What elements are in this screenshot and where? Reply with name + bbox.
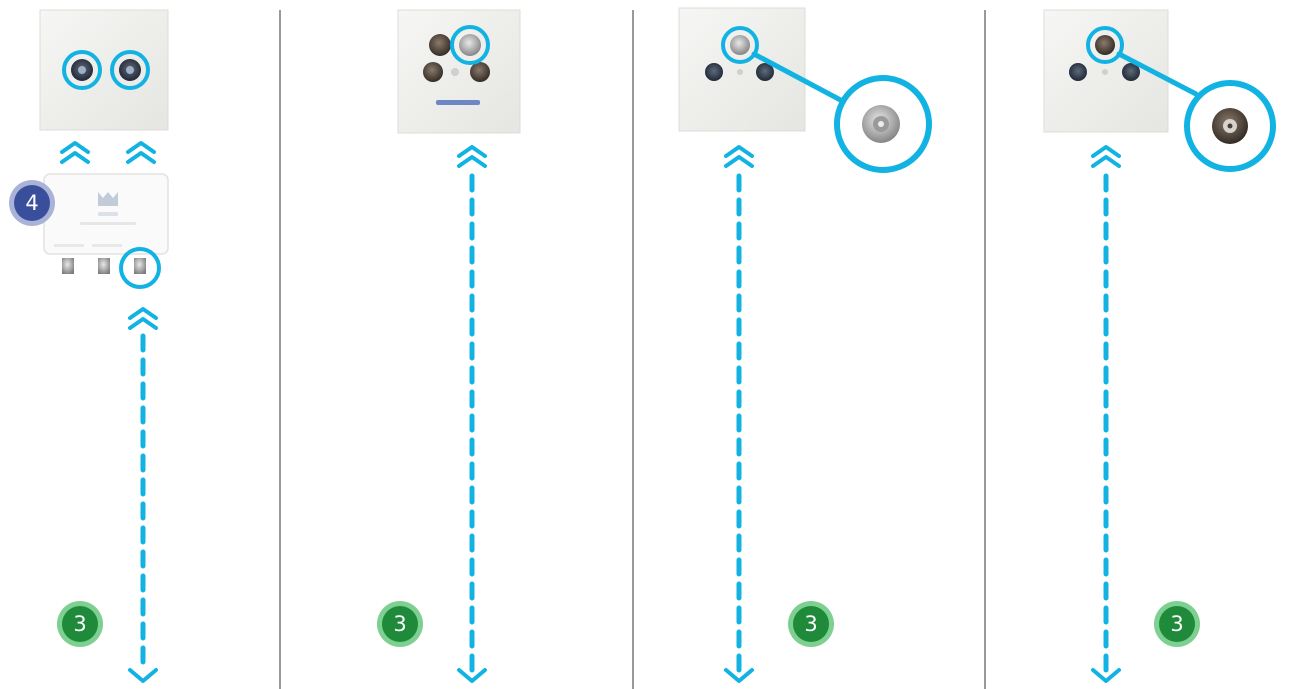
column-3 — [678, 7, 932, 683]
chevron-down-icon — [128, 668, 158, 683]
step-badge: 3 — [62, 606, 98, 642]
step-badge: 4 — [14, 185, 50, 221]
chevron-up-icon — [60, 141, 90, 164]
highlight-ring — [62, 50, 102, 90]
step-badge: 3 — [1159, 606, 1195, 642]
highlight-ring — [1086, 26, 1124, 64]
splitter-device — [43, 173, 169, 274]
zoom-connector — [751, 51, 851, 107]
chevron-up-icon — [724, 145, 754, 168]
highlight-ring — [110, 50, 150, 90]
chevron-down-icon — [457, 668, 487, 683]
zoomed-socket — [1184, 80, 1276, 172]
column-1 — [39, 9, 169, 683]
zoomed-socket — [834, 75, 932, 173]
step-badge: 3 — [382, 606, 418, 642]
socket — [119, 59, 141, 81]
chevron-up-icon — [126, 141, 156, 164]
chevron-up-icon — [457, 145, 487, 168]
wall-socket-plate — [397, 9, 521, 134]
chevron-up-icon — [128, 307, 158, 330]
step-badge: 3 — [793, 606, 829, 642]
column-2 — [397, 9, 521, 683]
zoom-connector — [1116, 51, 1199, 97]
highlight-ring — [721, 26, 759, 64]
chevron-down-icon — [724, 668, 754, 683]
highlight-ring — [119, 247, 161, 289]
chevron-up-icon — [1091, 145, 1121, 168]
highlight-ring — [450, 25, 490, 65]
socket — [71, 59, 93, 81]
chevron-down-icon — [1091, 668, 1121, 683]
column-4 — [1043, 9, 1276, 683]
